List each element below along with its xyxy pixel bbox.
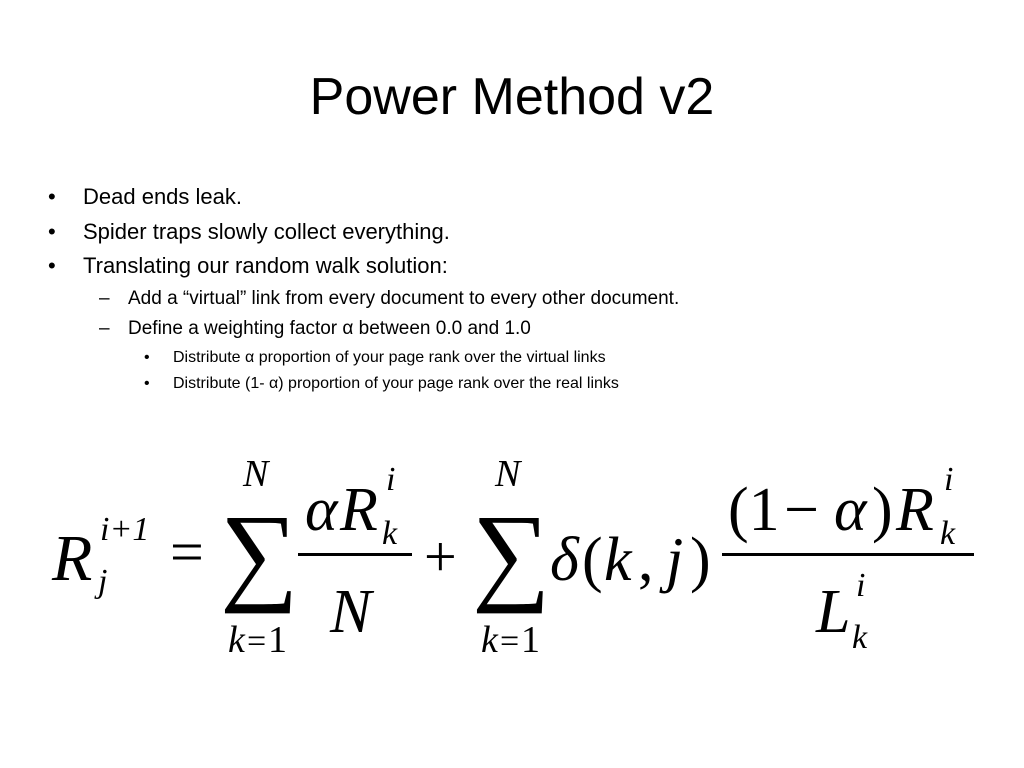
frac2-minus: − (784, 476, 819, 544)
dash-marker: – (99, 318, 110, 339)
bullet-text: Translating our random walk solution: (83, 253, 448, 278)
bullet-list: • Dead ends leak. • Spider traps slowly co… (48, 180, 988, 397)
frac2-outlinks: L (815, 578, 850, 646)
frac1-denominator: N (329, 578, 375, 646)
frac1-alpha: α (305, 476, 339, 544)
delta-close-paren: ) (690, 526, 711, 594)
bullet-text: Distribute α proportion of your page ran… (173, 348, 606, 366)
sum1-lower-val: 1 (268, 619, 287, 661)
sum2-lower-var: k (481, 619, 499, 661)
plus-sign: + (424, 524, 457, 589)
bullet-text: Dead ends leak. (83, 184, 242, 209)
frac2-rank-superscript: i (944, 461, 953, 498)
frac1-rank-superscript: i (386, 461, 395, 498)
sum1-sigma: ∑ (220, 492, 298, 614)
pagerank-formula: R i+1 j = N ∑ k = 1 α R i k N + N ∑ k = (0, 440, 1024, 680)
bullet-item: • Dead ends leak. (48, 180, 988, 215)
lhs-symbol: R (51, 522, 92, 595)
equals-sign: = (170, 519, 204, 585)
bullet-item: • Translating our random walk solution: (48, 249, 988, 284)
sub-sub-bullet-item: • Distribute α proportion of your page ra… (48, 345, 988, 371)
bullet-marker: • (144, 348, 150, 366)
frac1-rank-subscript: k (382, 515, 398, 552)
frac2-outlinks-superscript: i (856, 567, 865, 604)
frac2-rank: R (895, 476, 934, 544)
bullet-text: Spider traps slowly collect everything. (83, 218, 450, 244)
lhs-superscript: i+1 (100, 511, 149, 548)
formula-svg: R i+1 j = N ∑ k = 1 α R i k N + N ∑ k = (51, 453, 974, 661)
sum2-upper-limit: N (494, 453, 523, 495)
frac2-bar (722, 553, 974, 556)
frac2-open: (1 (728, 476, 780, 544)
delta-j: j (659, 526, 683, 594)
bullet-marker: • (48, 253, 56, 278)
bullet-text: Distribute (1- α) proportion of your pag… (173, 374, 619, 392)
sum1-upper-limit: N (242, 453, 271, 495)
frac2-rank-subscript: k (940, 515, 956, 552)
sum1-lower-eq: = (247, 623, 266, 660)
bullet-item: • Spider traps slowly collect everything. (48, 215, 988, 250)
sum2-lower-val: 1 (521, 619, 540, 661)
frac2-close: ) (872, 476, 893, 544)
lhs-subscript: j (94, 563, 107, 600)
bullet-marker: • (144, 374, 150, 392)
frac2-outlinks-subscript: k (852, 619, 868, 656)
frac1-rank: R (339, 476, 378, 544)
sum2-lower-eq: = (500, 623, 519, 660)
frac1-bar (298, 553, 412, 556)
bullet-marker: • (48, 218, 56, 244)
delta-comma: , (638, 526, 654, 594)
dash-marker: – (99, 287, 110, 309)
bullet-text: Add a “virtual” link from every document… (128, 287, 680, 309)
delta-open-paren: ( (582, 526, 603, 594)
frac2-alpha: α (834, 476, 868, 544)
bullet-marker: • (48, 184, 56, 209)
sub-bullet-item: –Define a weighting factor α between 0.0… (48, 314, 988, 345)
slide-title: Power Method v2 (309, 68, 715, 126)
sum2-sigma: ∑ (472, 492, 550, 614)
sub-sub-bullet-item: • Distribute (1- α) proportion of your pa… (48, 371, 988, 397)
delta-symbol: δ (550, 526, 580, 594)
sum1-lower-var: k (228, 619, 246, 661)
bullet-text: Define a weighting factor α between 0.0 … (128, 318, 531, 339)
sub-bullet-item: –Add a “virtual” link from every documen… (48, 284, 988, 315)
delta-k: k (604, 526, 633, 594)
